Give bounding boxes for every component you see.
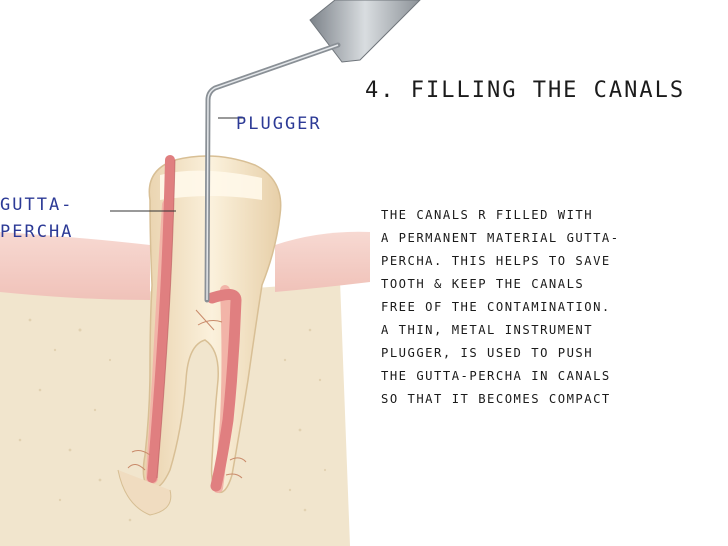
- description-line: A PERMANENT MATERIAL GUTTA-: [381, 227, 721, 250]
- description-line: THE GUTTA-PERCHA IN CANALS: [381, 365, 721, 388]
- description-line: PERCHA. THIS HELPS TO SAVE: [381, 250, 721, 273]
- description-line: PLUGGER, IS USED TO PUSH: [381, 342, 721, 365]
- gutta-percha-label-line2: PERCHA: [0, 219, 110, 246]
- description-line: FREE OF THE CONTAMINATION.: [381, 296, 721, 319]
- gutta-percha-label-line1: GUTTA-: [0, 192, 110, 219]
- gum-right: [275, 232, 370, 292]
- plugger-label: PLUGGER: [236, 111, 322, 138]
- page-title: 4. FILLING THE CANALS: [365, 78, 728, 103]
- description-line: A THIN, METAL INSTRUMENT: [381, 319, 721, 342]
- description-line: SO THAT IT BECOMES COMPACT: [381, 388, 721, 411]
- plugger-handle: [310, 0, 420, 62]
- gutta-percha-label: GUTTA- PERCHA: [0, 192, 110, 246]
- description-line: THE CANALS R FILLED WITH: [381, 204, 721, 227]
- description-line: TOOTH & KEEP THE CANALS: [381, 273, 721, 296]
- description-text: THE CANALS R FILLED WITH A PERMANENT MAT…: [381, 204, 721, 411]
